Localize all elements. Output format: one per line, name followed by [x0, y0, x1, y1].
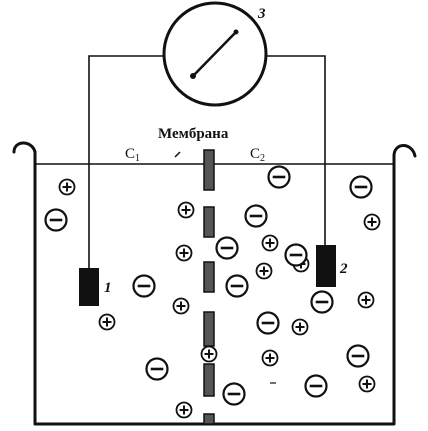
- negative-ion-icon: [346, 344, 370, 368]
- membrane-segment: [203, 149, 215, 191]
- electrode-1-label: 1: [104, 280, 112, 296]
- positive-ion-icon: [98, 313, 116, 331]
- positive-ion-icon: [58, 178, 76, 196]
- membrane-segment: [203, 261, 215, 293]
- membrane-label: Мембрана: [158, 126, 229, 142]
- electrode-2: [316, 245, 336, 287]
- circuit-wires: [88, 55, 326, 268]
- positive-ion-icon: [177, 201, 195, 219]
- positive-ion-icon: [172, 297, 190, 315]
- positive-ion-icon: [357, 291, 375, 309]
- positive-ion-icon: [261, 234, 279, 252]
- wire-right: [265, 55, 326, 245]
- membrane-segment: [203, 311, 215, 347]
- c1-letter: C: [125, 146, 135, 162]
- positive-ion-icon: [363, 213, 381, 231]
- vessel-left-rim: [12, 141, 37, 154]
- ions: [44, 165, 381, 419]
- positive-ion-icon: [291, 318, 309, 336]
- meter-pivot: [190, 73, 196, 79]
- membrane-label-tick: [174, 151, 181, 158]
- meter-needle-tip: [233, 29, 239, 35]
- negative-ion-icon: [244, 204, 268, 228]
- positive-ion-icon: [175, 401, 193, 419]
- negative-ion-icon: [215, 236, 239, 260]
- negative-ion-icon: [256, 311, 280, 335]
- negative-ion-icon: [267, 165, 291, 189]
- c2-letter: C: [250, 146, 260, 162]
- negative-ion-icon: [145, 357, 169, 381]
- electrode-1: [79, 268, 99, 306]
- vessel-right-rim: [392, 144, 417, 158]
- positive-ion-icon: [200, 345, 218, 363]
- meter-label: 3: [257, 6, 266, 22]
- negative-ion-icon: [284, 243, 308, 267]
- negative-ion-icon: [132, 274, 156, 298]
- membrane-segment: [203, 363, 215, 397]
- positive-ion-icon: [175, 244, 193, 262]
- negative-ion-icon: [225, 274, 249, 298]
- negative-ion-icon: [304, 374, 328, 398]
- positive-ion-icon: [358, 375, 376, 393]
- electrode-2-label: 2: [339, 261, 348, 277]
- membrane: [203, 149, 215, 425]
- negative-ion-icon: [310, 290, 334, 314]
- c1-subscript: 1: [135, 153, 140, 164]
- membrane-segment: [203, 413, 215, 425]
- meter: 3: [162, 1, 268, 107]
- negative-ion-icon: [44, 208, 68, 232]
- concentration-c1-label: C1: [125, 146, 140, 164]
- positive-ion-icon: [255, 262, 273, 280]
- negative-ion-icon: [222, 382, 246, 406]
- meter-needle: [192, 31, 237, 77]
- positive-ion-icon: [261, 349, 279, 367]
- wire-left: [88, 55, 165, 268]
- concentration-c2-label: C2: [250, 146, 265, 164]
- negative-ion-icon: [349, 175, 373, 199]
- membrane-segment: [203, 206, 215, 238]
- c2-subscript: 2: [260, 153, 265, 164]
